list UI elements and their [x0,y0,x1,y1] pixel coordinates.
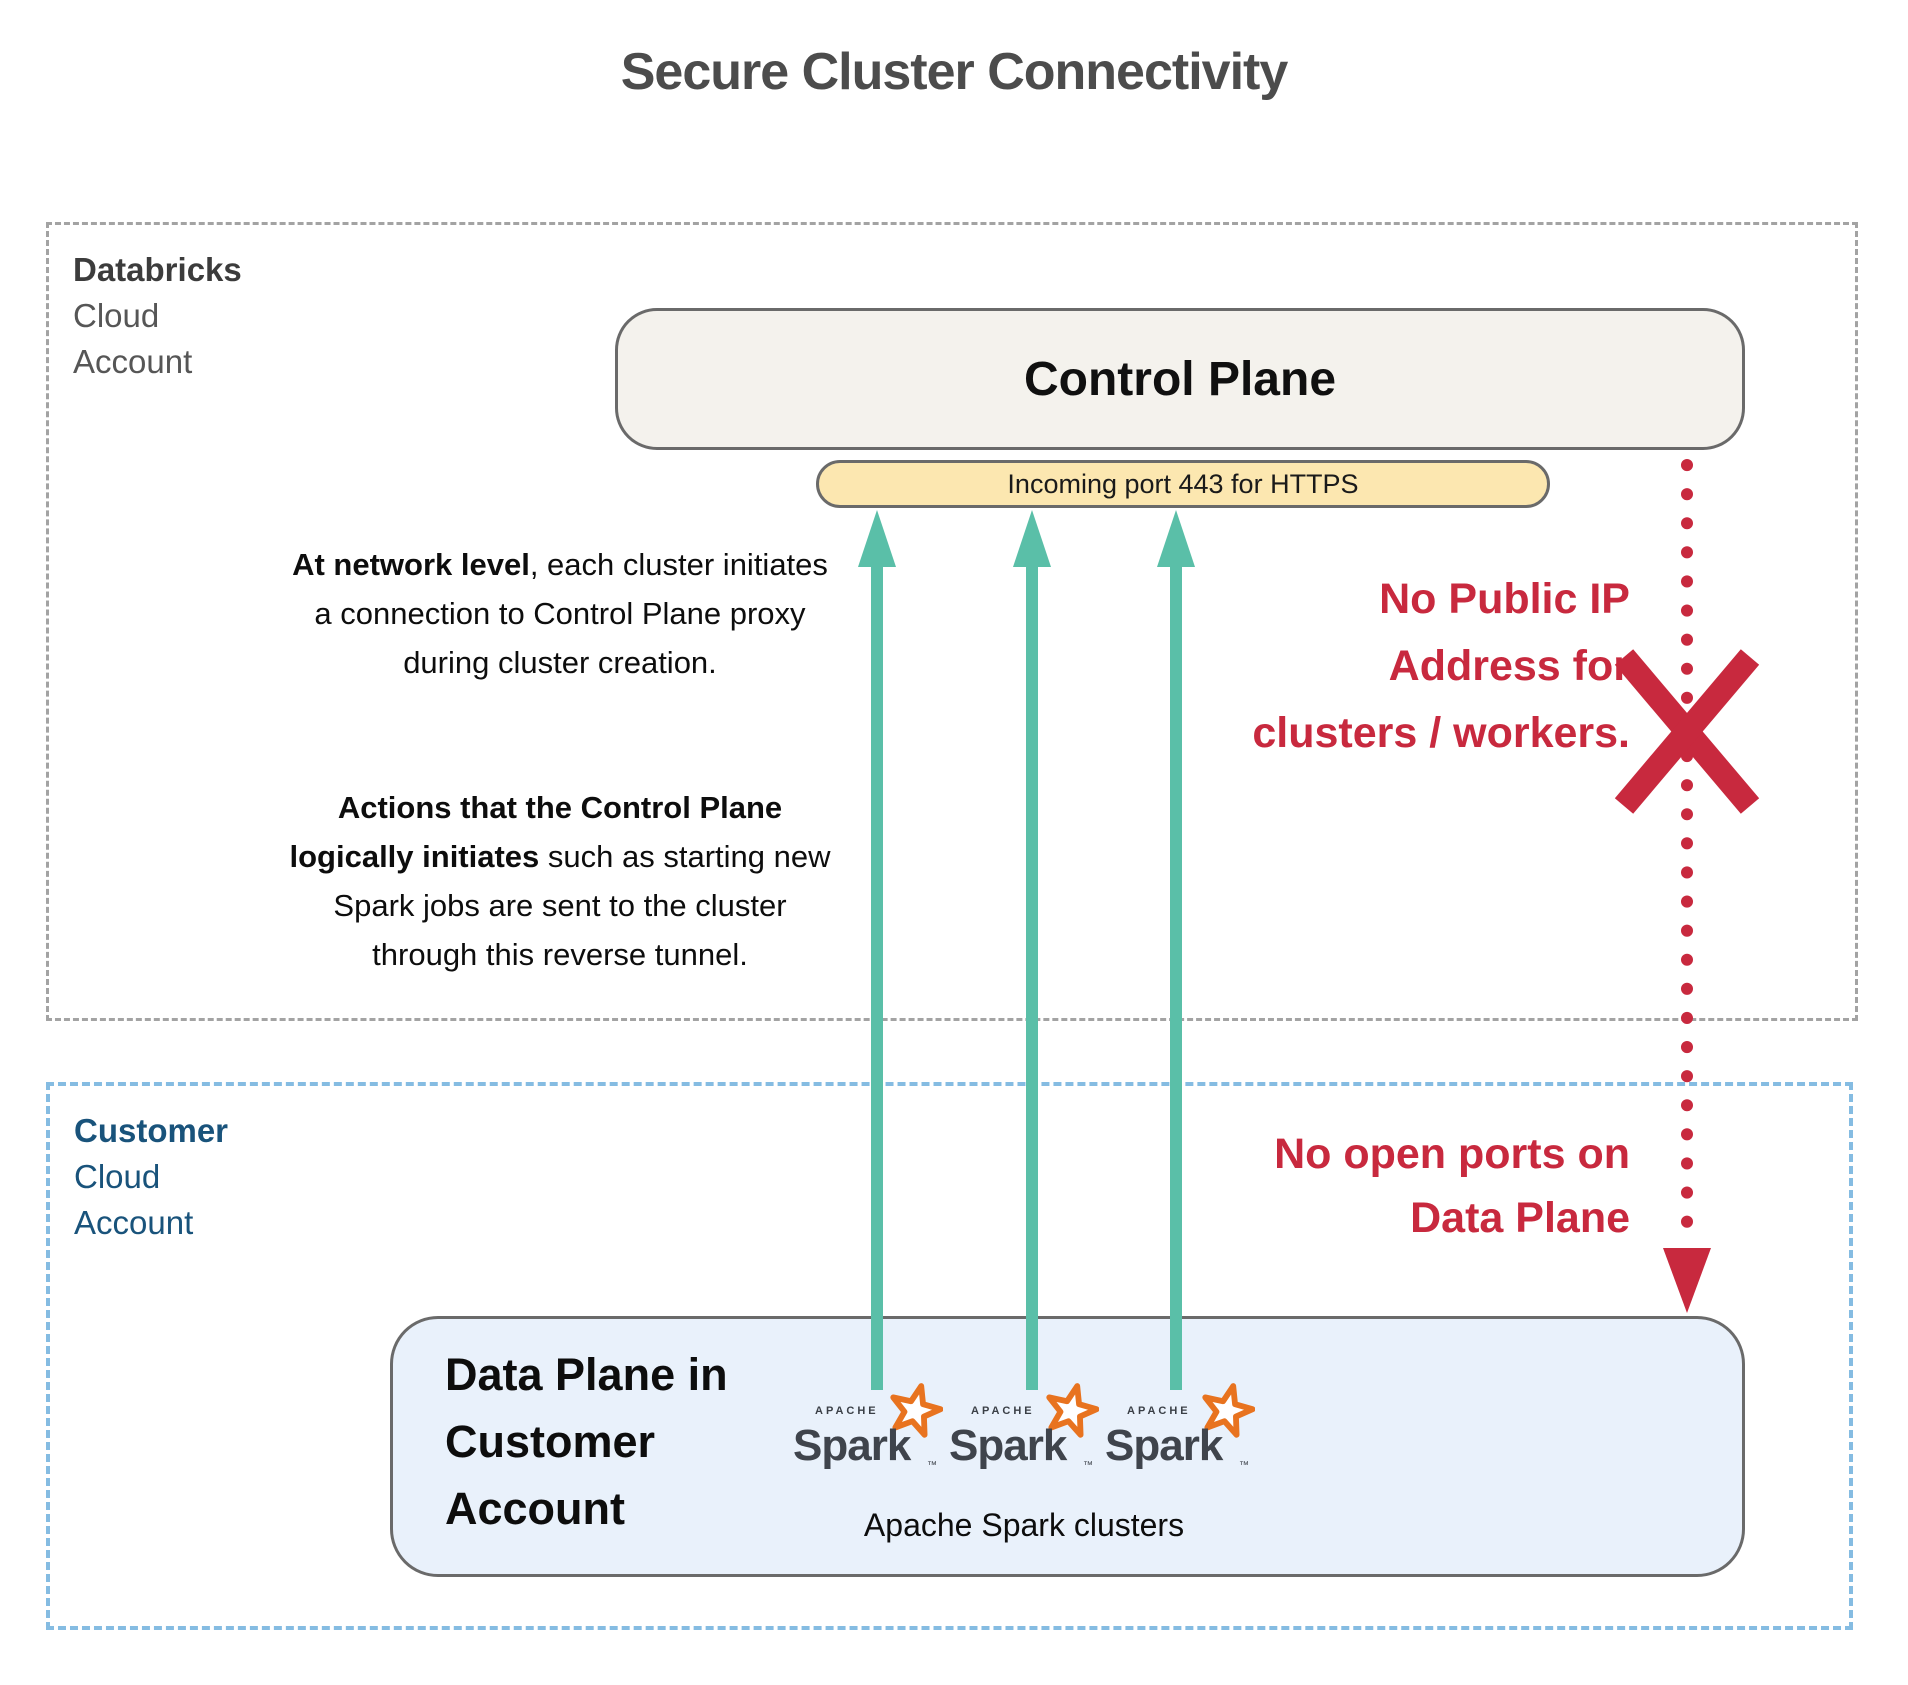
spark-logo: APACHE Spark ™ [793,1383,943,1471]
spark-wordmark: Spark [1105,1421,1223,1470]
spark-logo: APACHE Spark ™ [1105,1383,1255,1471]
data-plane-label-line: Customer [445,1416,656,1467]
spark-clusters: APACHE Spark ™ APACHE Spark ™ APACHE Spa… [793,1383,1255,1471]
zone-label-line: Account [74,1204,194,1241]
spark-star-icon [1046,1383,1099,1438]
control-plane-title: Control Plane [1023,352,1337,406]
spark-tm: ™ [927,1460,937,1471]
spark-star-icon [890,1383,943,1438]
databricks-zone-label: Databricks Cloud Account [73,247,242,385]
actions-note-bold: Actions that the Control Plane logically… [289,790,783,874]
spark-clusters-caption: Apache Spark clusters [863,1507,1185,1543]
page-title: Secure Cluster Connectivity [620,43,1289,101]
no-public-ip-line: clusters / workers. [1252,709,1630,757]
zone-label-line: Account [73,343,193,380]
no-public-ip-note: No Public IP Address for clusters / work… [1180,566,1630,767]
customer-zone: Customer Cloud Account [46,1082,1853,1630]
spark-tm: ™ [1239,1460,1249,1471]
zone-label-line: Databricks [73,251,242,288]
port-443-label: Incoming port 443 for HTTPS [1007,468,1359,499]
network-note-bold: At network level [292,547,530,582]
spark-wordmark: Spark [949,1421,1067,1470]
spark-star-icon [1202,1383,1255,1438]
spark-logo: APACHE Spark ™ [949,1383,1099,1471]
network-note: At network level, each cluster initiates… [290,540,830,687]
zone-label-line: Cloud [74,1158,161,1195]
zone-label-line: Customer [74,1112,229,1149]
spark-apache-label: APACHE [1127,1405,1191,1417]
data-plane-label-line: Data Plane in [445,1349,728,1400]
actions-note: Actions that the Control Plane logically… [278,783,842,979]
network-note-rest: , each cluster initiates a connection to… [314,547,828,680]
no-open-ports-note: No open ports on Data Plane [1180,1122,1630,1250]
customer-zone-label: Customer Cloud Account [74,1108,228,1246]
no-open-ports-line: No open ports on [1274,1130,1630,1178]
zone-label-line: Cloud [73,297,160,334]
data-plane-label: Data Plane in Customer Account [445,1341,728,1542]
databricks-zone: Databricks Cloud Account [46,222,1858,1021]
spark-wordmark: Spark [793,1421,911,1470]
no-public-ip-line: No Public IP [1379,575,1630,623]
spark-apache-label: APACHE [815,1405,879,1417]
control-plane-box: Control Plane [615,308,1745,450]
actions-note-rest: such as starting new Spark jobs are sent… [333,839,831,972]
port-443-bar: Incoming port 443 for HTTPS [816,460,1550,508]
spark-apache-label: APACHE [971,1405,1035,1417]
no-open-ports-line: Data Plane [1410,1194,1630,1242]
spark-tm: ™ [1083,1460,1093,1471]
data-plane-label-line: Account [445,1483,625,1534]
data-plane-box: Data Plane in Customer Account APACHE Sp… [390,1316,1745,1577]
no-public-ip-line: Address for [1388,642,1630,690]
